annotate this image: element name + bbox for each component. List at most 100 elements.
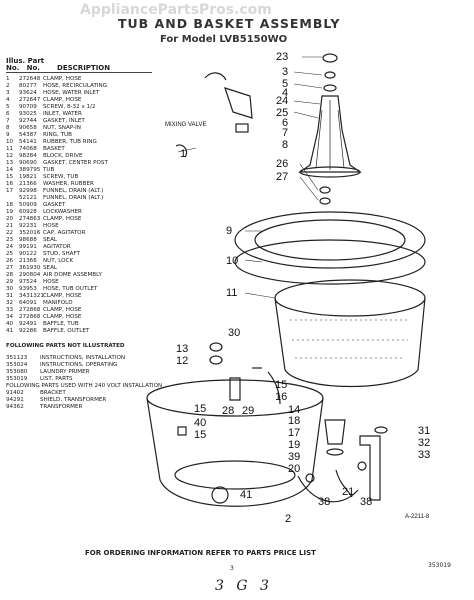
callout-3: 3 xyxy=(282,66,288,78)
callout-15a: 15 xyxy=(275,379,287,391)
callout-11: 11 xyxy=(226,287,237,299)
callout-14: 14 xyxy=(288,404,300,416)
illus-no: 3 xyxy=(6,90,10,96)
mixing-valve-label: MIXING VALVE xyxy=(165,122,206,128)
part-description: FUNNEL, DRAIN (ALT.) xyxy=(43,188,104,194)
callout-2: 2 xyxy=(285,513,291,525)
part-no: 74068 xyxy=(19,146,37,152)
illus-no: 4 xyxy=(6,97,10,103)
callout-13: 13 xyxy=(176,343,188,355)
part-no: 93953 xyxy=(19,286,37,292)
callout-38b: 38 xyxy=(360,496,372,508)
part-no: 94362 xyxy=(6,404,24,410)
illus-no: 7 xyxy=(6,118,10,124)
drive-block xyxy=(209,342,223,352)
callout-24: 24 xyxy=(276,95,288,107)
callout-38a: 38 xyxy=(318,496,330,508)
callout-9: 9 xyxy=(226,225,232,237)
lock-nut xyxy=(319,186,331,194)
illus-no: 20 xyxy=(6,216,14,222)
lock-seal xyxy=(319,197,331,205)
part-description: WASHER, RUBBER xyxy=(43,181,94,187)
part-no: 54387 xyxy=(19,132,37,138)
leader-27 xyxy=(299,176,319,201)
tub-baffle xyxy=(177,426,187,436)
illus-no: 27 xyxy=(6,265,14,271)
part-no: 94291 xyxy=(6,397,24,403)
part-no: 60928 xyxy=(19,209,37,215)
part-description: BRACKET xyxy=(40,390,66,396)
water-inlet xyxy=(224,87,253,119)
illus-no: 22 xyxy=(6,230,14,236)
callout-17: 17 xyxy=(288,427,300,439)
center-post-gasket xyxy=(209,355,223,365)
part-description: RUBBER, TUB RING xyxy=(43,139,97,145)
part-no: 19821 xyxy=(19,174,37,180)
leader-1 xyxy=(177,147,197,153)
part-description: BAFFLE, TUB xyxy=(43,321,79,327)
callout-8: 8 xyxy=(282,139,288,151)
part-description: SEAL xyxy=(43,265,58,271)
tub-floor xyxy=(174,460,296,490)
part-no: 91402 xyxy=(6,390,24,396)
callout-31: 31 xyxy=(418,425,430,437)
figure-id: A-2211-8 xyxy=(405,514,430,520)
part-no: 361930 xyxy=(19,265,41,271)
illus-no: 29 xyxy=(6,279,14,285)
part-description: FUNNEL, DRAIN (ALT.) xyxy=(43,195,104,201)
illus-no: 24 xyxy=(6,244,14,250)
part-description: CLAMP, HOSE xyxy=(43,293,82,299)
not-illustrated-row: 94362 TRANSFORMER xyxy=(6,404,156,411)
outlet-hose xyxy=(335,469,353,498)
illus-no: 5 xyxy=(6,104,10,110)
illus-no: 28 xyxy=(6,272,14,278)
tub-ring-inner xyxy=(254,219,406,261)
illus-no: 31 xyxy=(6,293,14,299)
part-no: 54141 xyxy=(19,139,37,145)
agitator-cap xyxy=(322,53,338,63)
part-description: LAUNDRY PRIMER xyxy=(40,369,90,375)
outlet-baffle xyxy=(211,486,229,504)
illus-no: 11 xyxy=(6,146,14,152)
ordering-footer: FOR ORDERING INFORMATION REFER TO PARTS … xyxy=(85,549,316,557)
illus-no: 23 xyxy=(6,237,14,243)
part-no: 353080 xyxy=(6,369,28,375)
callout-20: 20 xyxy=(288,463,300,475)
air-dome xyxy=(229,377,241,401)
part-description: SEAL xyxy=(43,237,58,243)
part-description: HOSE, TUB OUTLET xyxy=(43,286,98,292)
header-divider xyxy=(6,72,152,73)
part-no: 272868 xyxy=(19,314,41,320)
part-description: CLAMP, HOSE xyxy=(43,216,82,222)
illus-no: 12 xyxy=(6,153,14,159)
part-no: 272868 xyxy=(19,307,41,313)
not-illustrated-row: 353080 LAUNDRY PRIMER xyxy=(6,369,156,376)
illus-no: 8 xyxy=(6,125,10,131)
part-description: LOCKWASHER xyxy=(43,209,82,215)
callout-15c: 15 xyxy=(194,429,206,441)
part-no: 3431321 xyxy=(19,293,44,299)
leader-25 xyxy=(293,111,319,119)
drain-funnel xyxy=(324,419,346,445)
part-description: TRANSFORMER xyxy=(40,404,83,410)
part-no: 90690 xyxy=(19,160,37,166)
part-description: SCREW, 8-32 x 1/2 xyxy=(43,104,96,110)
illus-no: 2 xyxy=(6,83,10,89)
illus-no: 30 xyxy=(6,286,14,292)
part-no: 352016 xyxy=(19,230,41,236)
part-description: INLET, WATER xyxy=(43,111,82,117)
